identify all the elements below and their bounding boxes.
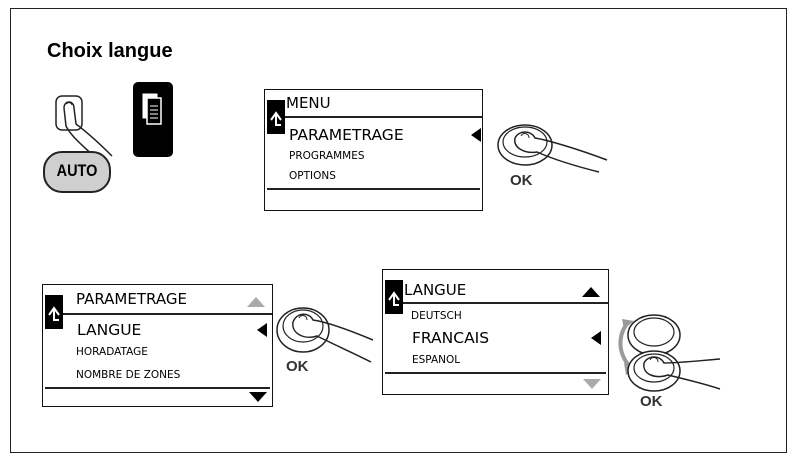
footer-divider [267,188,480,190]
page-title: Choix langue [47,40,173,62]
selected-item: LANGUE [77,321,142,339]
scroll-down-icon[interactable] [583,379,601,389]
menu-key-icon[interactable] [133,82,173,157]
header-divider [285,116,482,118]
ok-knob-press-icon[interactable] [495,120,615,180]
screen-header: LANGUE [404,281,467,299]
scroll-up-icon[interactable] [582,287,600,297]
back-arrow-icon [270,111,282,126]
language-item: DEUTSCH [411,310,462,322]
auto-button[interactable]: AUTO [43,150,111,194]
selected-item: PARAMETRAGE [289,126,404,144]
selected-language: FRANCAIS [412,329,490,347]
menu-item: HORADATAGE [76,346,148,358]
scroll-down-icon[interactable] [249,392,267,402]
scroll-up-icon[interactable] [247,297,265,307]
footer-divider [385,372,606,374]
instruction-frame [10,8,787,453]
menu-item: NOMBRE DE ZONES [76,369,181,381]
header-divider [63,313,272,315]
language-item: ESPANOL [412,354,461,366]
menu-screen: MENU PARAMETRAGE PROGRAMMES OPTIONS [264,89,483,211]
back-arrow-icon [388,291,400,306]
selection-cursor-icon [471,128,481,142]
ok-knob-press-icon[interactable] [275,300,375,370]
selection-cursor-icon [591,331,601,345]
auto-button-shape [43,151,111,193]
ok-label: OK [510,172,533,189]
ok-label: OK [640,393,663,410]
screen-header: PARAMETRAGE [76,290,187,308]
rotate-knob-icon[interactable] [612,305,722,400]
screen-header: MENU [286,94,331,112]
parametrage-screen: PARAMETRAGE LANGUE HORADATAGE NOMBRE DE … [42,284,273,407]
auto-button-label: AUTO [56,161,98,180]
menu-item: PROGRAMMES [289,150,365,162]
menu-item: OPTIONS [289,170,336,182]
ok-label: OK [286,358,309,375]
selection-cursor-icon [257,323,267,337]
header-divider [403,302,608,304]
footer-divider [45,387,270,389]
back-button[interactable] [267,100,285,134]
back-button[interactable] [45,295,63,329]
back-arrow-icon [48,306,60,321]
back-button[interactable] [385,280,403,314]
langue-screen: LANGUE DEUTSCH FRANCAIS ESPANOL [382,269,609,395]
